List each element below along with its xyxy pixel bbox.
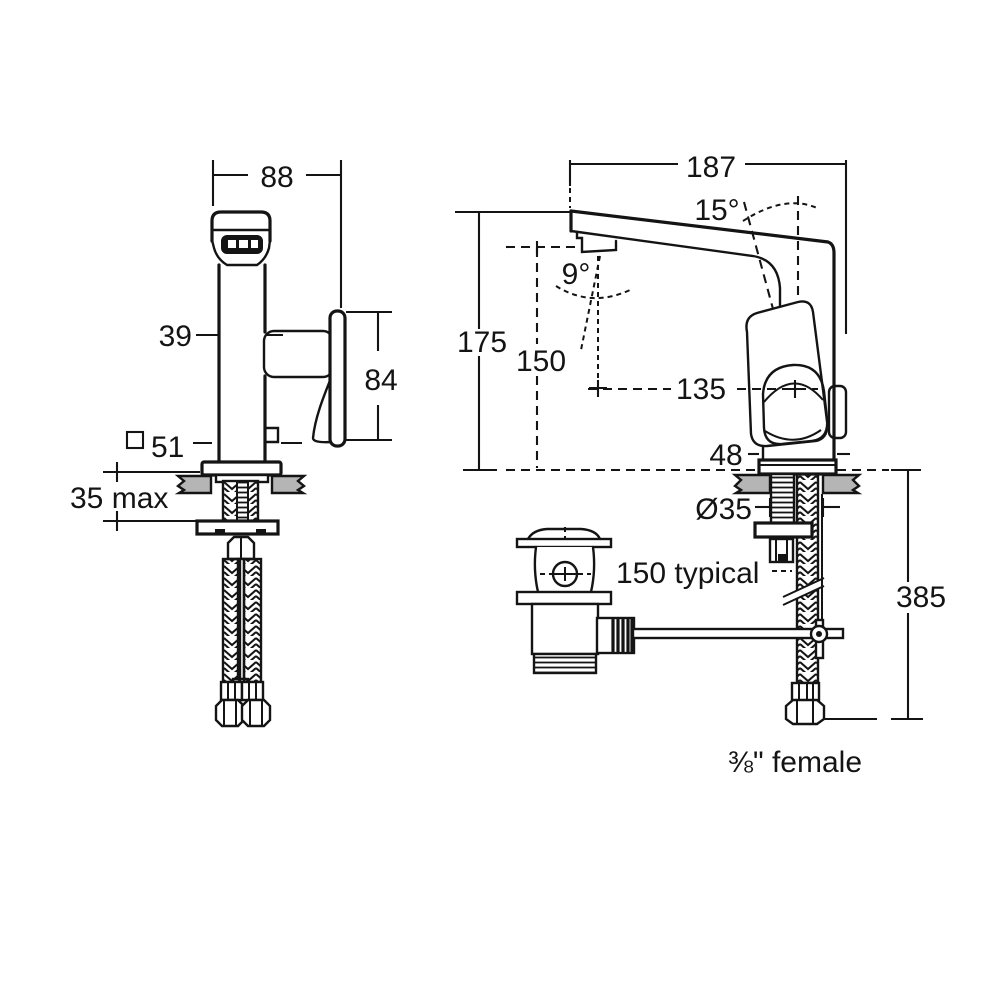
hose-nut-right <box>240 698 272 728</box>
popup-waste-assembly <box>515 527 845 675</box>
front-handle-height-label: 84 <box>364 364 397 397</box>
base-depth-dimension: 48 <box>709 439 850 472</box>
side-body-tab <box>827 384 848 440</box>
rod-length-label: 150 typical <box>616 557 759 590</box>
front-under-counter <box>195 479 280 728</box>
front-base-square-label: 51 <box>151 431 184 464</box>
spout-outlet <box>575 230 618 254</box>
front-handle-paddle <box>311 377 333 444</box>
front-deck-thickness-dimension: 35 max <box>70 462 200 531</box>
hose-connection-nut <box>784 698 826 726</box>
front-handle-lever <box>328 309 347 448</box>
hole-diameter-dimension: Ø35 <box>695 493 840 526</box>
outlet-height-label: 150 <box>516 345 566 378</box>
side-depth-dimension: 187 <box>568 151 848 334</box>
spray-angle-label: 9° <box>562 258 591 291</box>
side-countertop <box>731 473 863 495</box>
pivot-offset-label: 135 <box>676 373 726 406</box>
front-body-width-label: 39 <box>159 320 192 353</box>
front-width-label: 88 <box>260 161 293 194</box>
spout-height-dimension: 175 <box>455 210 571 472</box>
supply-hose-left <box>221 557 242 684</box>
front-countertop <box>174 474 308 495</box>
front-base-square-dimension: 51 <box>125 430 302 464</box>
front-base <box>200 460 283 484</box>
front-faucet-outline <box>210 210 347 463</box>
square-symbol-icon <box>125 430 145 450</box>
hose-connection-dimension: ⅜" female <box>728 746 862 779</box>
hole-diameter-label: Ø35 <box>695 493 752 526</box>
side-handle-grip <box>745 300 829 448</box>
side-faucet-outline <box>569 209 848 463</box>
outlet-height-dimension: 150 <box>506 241 581 468</box>
rod-length-dimension: 150 typical <box>616 557 792 590</box>
hose-length-dimension: 385 <box>825 468 946 721</box>
front-body-width-dimension: 39 <box>159 320 283 353</box>
mounting-washer-side <box>753 521 814 539</box>
side-base <box>757 458 838 476</box>
spout-height-label: 175 <box>457 326 507 359</box>
spray-angle: 9° <box>555 255 631 381</box>
front-deck-thickness-label: 35 max <box>70 482 168 515</box>
hose-length-label: 385 <box>896 581 946 614</box>
side-under-counter <box>753 472 826 726</box>
hose-nut-left <box>214 698 246 728</box>
side-view: 187 15° 175 <box>455 151 946 779</box>
front-view: 88 39 <box>70 160 398 728</box>
side-depth-label: 187 <box>686 151 736 184</box>
front-handle-height-dimension: 84 <box>346 310 398 442</box>
popup-rod <box>631 627 845 640</box>
hose-connection-label: ⅜" female <box>728 746 862 779</box>
front-handle-hub <box>262 329 335 379</box>
front-width-dimension: 88 <box>211 160 343 308</box>
supply-hose-right <box>242 557 263 684</box>
base-depth-label: 48 <box>709 439 742 472</box>
handle-tilt-label: 15° <box>694 194 739 227</box>
pivot-offset-dimension: 135 <box>588 373 818 406</box>
